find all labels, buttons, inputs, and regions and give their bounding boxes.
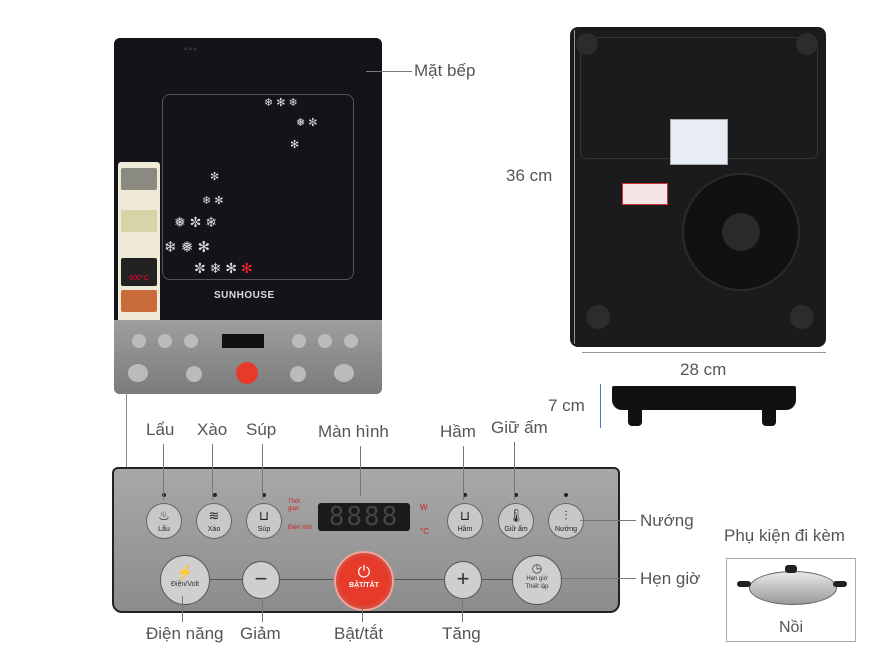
sticker <box>622 183 668 205</box>
cooking-zone-frame <box>162 94 354 280</box>
wok-icon: ≋ <box>208 508 220 523</box>
warning-text: ⚠ ⚠ ⚠ <box>184 46 197 51</box>
leader-line <box>163 444 164 500</box>
leader-line <box>262 600 263 622</box>
lau-button-label: Lẩu <box>158 526 170 533</box>
power-icon: ⏻ <box>357 564 371 581</box>
leader-line <box>463 446 464 500</box>
thiet-lap-label: Thiết lập <box>525 584 549 590</box>
label-man-hinh: Màn hình <box>318 422 389 441</box>
label-nuong: Nướng <box>640 511 694 530</box>
mini-control-panel <box>114 320 382 394</box>
pot-icon: ♨ <box>158 508 170 523</box>
label-sup: Súp <box>246 420 277 439</box>
leader-line <box>560 578 636 579</box>
label-height: 36 cm <box>506 166 553 185</box>
decor-snowflake-icon: ❅ ✼ ❄ <box>174 214 217 230</box>
promo-temp: 600°C <box>121 258 157 286</box>
sup-button-label: Súp <box>257 526 271 533</box>
ham-button-label: Hầm <box>457 526 473 533</box>
nuong-button-label: Nướng <box>554 526 578 533</box>
decor-snowflake-icon: ❅ ✼ <box>296 117 318 129</box>
cooktop-top-view: ⚠ ⚠ ⚠ ❄ ✻ ❄ ❅ ✼ ✻ ✼ ❄ ✻ ❅ ✼ ❄ ❄ ❅ ✻ ✼ ❄ … <box>114 38 382 394</box>
energy-icon: ⚡ <box>176 564 194 580</box>
cooktop-bottom-view <box>570 27 826 347</box>
accessory-box: Nồi <box>726 558 856 642</box>
nuong-button[interactable]: ⫶ Nướng <box>548 503 584 539</box>
stew-icon: ⊔ <box>459 508 471 523</box>
xao-button[interactable]: ≋ Xào <box>196 503 232 539</box>
decor-snowflake-icon: ✼ ❄ ✻ ✻ <box>194 260 253 276</box>
label-hen-gio: Hẹn giờ <box>640 569 701 588</box>
leader-line <box>212 444 213 500</box>
hen-gio-label: Hẹn giờ <box>526 576 548 582</box>
promo-card: 600°C <box>118 162 160 322</box>
dien-nang-button[interactable]: ⚡ Điện/Volt <box>160 555 210 605</box>
leader-line <box>462 600 463 622</box>
time-indicator-label: Thời gian <box>288 499 301 512</box>
leader-line <box>366 71 412 72</box>
depth-dimension-line <box>600 384 601 428</box>
width-dimension-line <box>582 352 826 353</box>
hen-gio-button[interactable]: ◷ Hẹn giờ Thiết lập <box>512 555 562 605</box>
minus-icon: − <box>254 566 268 591</box>
leader-line <box>362 606 363 622</box>
label-giu-am: Giữ ấm <box>491 418 548 437</box>
control-panel: ♨ Lẩu ≋ Xào ⊔ Súp Thời gian Điện Volt 88… <box>112 467 620 613</box>
leader-line <box>580 520 636 521</box>
label-ham: Hầm <box>440 422 476 441</box>
fan-grille <box>682 173 800 291</box>
bat-tat-button[interactable]: ⏻ BẬT/TẮT <box>336 553 392 609</box>
ham-button[interactable]: ⊔ Hầm <box>447 503 483 539</box>
label-bat-tat: Bật/tắt <box>334 624 384 643</box>
label-mat-bep: Mặt bếp <box>414 61 476 80</box>
height-dimension-line <box>574 30 575 344</box>
spec-sticker <box>670 119 728 165</box>
giu-am-button-label: Giữ ấm <box>504 526 528 533</box>
giam-button[interactable]: − <box>242 561 280 599</box>
label-noi: Nồi <box>778 619 803 636</box>
soup-icon: ⊔ <box>258 508 270 523</box>
pot-image <box>749 571 837 605</box>
xao-button-label: Xào <box>207 526 221 533</box>
label-depth: 7 cm <box>548 396 585 415</box>
label-xao: Xào <box>197 420 228 439</box>
decor-snowflake-icon: ❄ ✻ <box>202 195 224 207</box>
watt-indicator: W <box>420 503 428 512</box>
leader-line <box>360 446 361 496</box>
label-tang: Tăng <box>442 624 481 643</box>
sup-button[interactable]: ⊔ Súp <box>246 503 282 539</box>
label-dien-nang: Điện năng <box>146 624 224 643</box>
label-giam: Giảm <box>240 624 281 643</box>
decor-snowflake-icon: ✼ <box>210 171 220 183</box>
decor-snowflake-icon: ✻ <box>290 139 300 151</box>
leader-line <box>262 444 263 500</box>
bat-tat-label: BẬT/TẮT <box>349 582 379 589</box>
label-phu-kien: Phụ kiện đi kèm <box>724 526 845 545</box>
volt-indicator-label: Điện Volt <box>288 525 313 531</box>
lau-button[interactable]: ♨ Lẩu <box>146 503 182 539</box>
decor-snowflake-icon: ❄ ✻ ❄ <box>264 97 298 109</box>
label-lau: Lẩu <box>146 420 175 439</box>
celsius-indicator: °C <box>420 527 429 536</box>
plus-icon: + <box>456 566 470 591</box>
leader-line <box>182 596 183 622</box>
brand-logo: SUNHOUSE <box>214 290 275 301</box>
giu-am-button[interactable]: 🌡 Giữ ấm <box>498 503 534 539</box>
thermometer-icon: 🌡 <box>507 508 525 523</box>
zoom-connector <box>126 392 127 470</box>
display-screen: 8888 <box>318 503 410 531</box>
leader-line <box>514 442 515 500</box>
grill-icon: ⫶ <box>564 508 568 523</box>
dien-nang-label: Điện/Volt <box>170 581 200 588</box>
tang-button[interactable]: + <box>444 561 482 599</box>
label-width: 28 cm <box>680 360 727 379</box>
clock-icon: ◷ <box>531 561 543 575</box>
decor-snowflake-icon: ❄ ❅ ✻ <box>164 239 211 256</box>
cooktop-side-view <box>612 384 796 426</box>
